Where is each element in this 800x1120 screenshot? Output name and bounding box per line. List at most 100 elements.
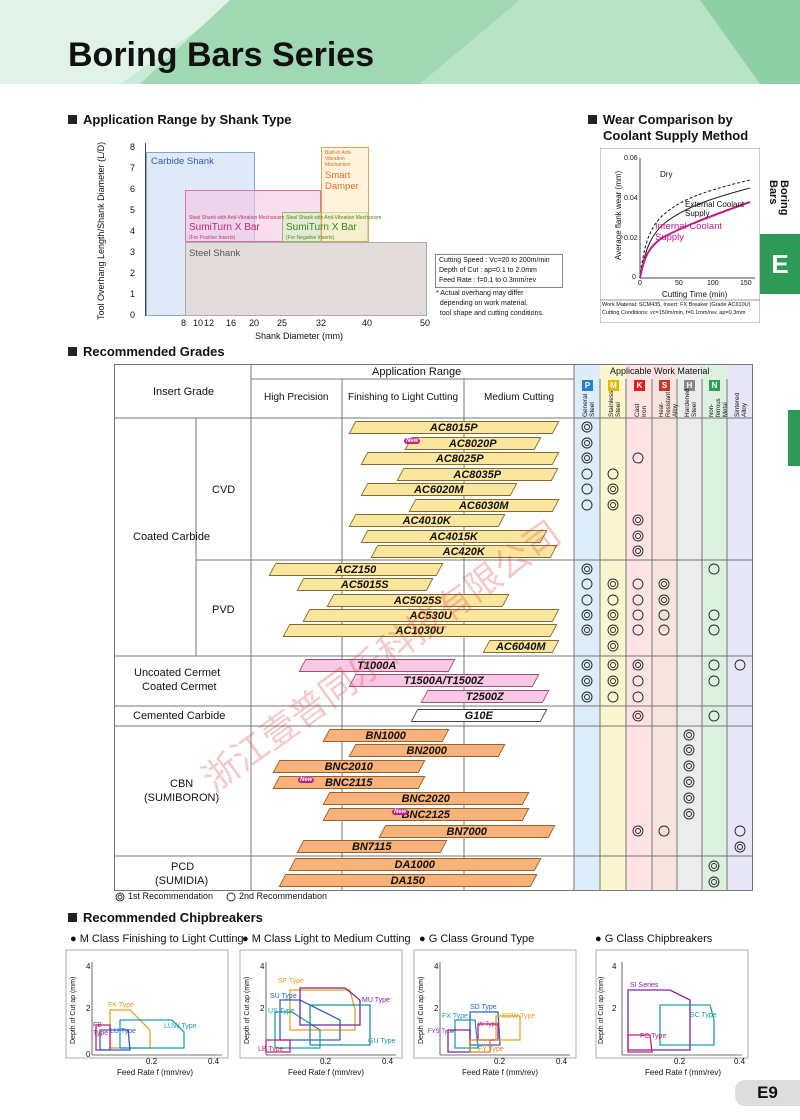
s2-ytick: 0.06	[624, 155, 638, 162]
chip-title-1: ● M Class Finishing to Light Cutting	[70, 933, 244, 945]
mat-col-m	[600, 364, 626, 890]
side-tab: E	[760, 234, 800, 294]
mat-col-s	[652, 364, 677, 890]
breaker-label: LU Type	[110, 1028, 136, 1035]
s1-ytick: 3	[130, 247, 136, 257]
mat-badge-m: M	[608, 380, 619, 391]
s2-xlabel: Cutting Time (min)	[662, 290, 728, 299]
group-cbn: CBN	[170, 778, 194, 790]
s1-xtick: 40	[362, 318, 373, 328]
page-title: Boring Bars Series	[68, 36, 375, 74]
chip-ytick: 2	[260, 1004, 265, 1013]
sx-negative-label: SumiTurn X Bar	[286, 222, 357, 233]
dry-label: Dry	[660, 170, 673, 179]
s1-xtick: 10	[193, 318, 204, 328]
chip-ytick: 0	[86, 1050, 91, 1059]
sx-negative-small: Steel Shank with Anti-Vibration Mechanis…	[286, 215, 382, 221]
chip-xlabel: Feed Rate f (mm/rev)	[462, 1068, 539, 1077]
s1-ytick: 7	[130, 163, 136, 173]
chip-xlabel: Feed Rate f (mm/rev)	[645, 1068, 722, 1077]
chip-xtick: 0.2	[146, 1057, 158, 1066]
applicable-material-header: Applicable Work Material	[610, 366, 710, 376]
mat-badge-p: P	[582, 380, 593, 391]
section-title-wear: Wear Comparison by	[588, 112, 733, 127]
high-precision-header: High Precision	[264, 392, 329, 403]
chip-title-2: ● M Class Light to Medium Cutting	[242, 933, 411, 945]
insert-grade-header: Insert Grade	[153, 386, 215, 398]
chip-xtick: 0.4	[382, 1057, 394, 1066]
sx-positive-sub: (For Positive Inserts)	[189, 235, 236, 241]
group-pvd: PVD	[212, 604, 235, 616]
carbide-shank-label: Carbide Shank	[151, 156, 214, 167]
overhang-note: * Actual overhang may differ depending o…	[436, 289, 544, 319]
mat-col-sintered	[727, 364, 752, 890]
new-badge: New	[392, 809, 409, 815]
chip-ytick: 4	[434, 962, 439, 971]
chip-ytick: 4	[612, 962, 617, 971]
s1-ytick: 4	[130, 226, 136, 236]
wear-chart	[600, 148, 760, 323]
sx-negative-sub: (For Negative Inserts)	[286, 235, 335, 241]
chip-title-3: ● G Class Ground Type	[419, 933, 535, 945]
breaker-label: GU Type	[368, 1038, 396, 1045]
breaker-label: SI Series	[630, 982, 659, 989]
foot-line: Cutting Conditions: vc=150m/min, f=0.1mm…	[602, 310, 746, 316]
note-line: tool shape and cutting conditions.	[436, 310, 544, 317]
cond-line: Feed Rate : f=0.1 to 0.3mm/rev	[439, 277, 537, 284]
s1-xtick: 12	[204, 318, 215, 328]
chip-xlabel: Feed Rate f (mm/rev)	[117, 1068, 194, 1077]
smart-damper-region	[321, 147, 369, 242]
breaker-label: FB Type	[93, 1022, 109, 1037]
group-pcd: PCD	[171, 861, 195, 873]
chip-ylabel: Depth of Cut ap (mm)	[598, 976, 605, 1044]
finishing-header: Finishing to Light Cutting	[348, 392, 459, 403]
chip-xtick: 0.4	[734, 1057, 746, 1066]
breaker-label: SU Type	[270, 993, 297, 1000]
s1-xtick: 8	[181, 318, 187, 328]
s1-xtick: 25	[277, 318, 288, 328]
s2-ytick: 0.04	[624, 195, 638, 202]
group-uncoated-cermet: Uncoated Cermet	[134, 667, 221, 679]
group-sumiboron: (SUMIBORON)	[144, 792, 220, 804]
s2-xtick: 150	[740, 280, 752, 287]
breaker-label: FYS Type	[428, 1029, 455, 1035]
s2-xtick: 100	[707, 280, 719, 287]
breaker-label: MU Type	[362, 997, 390, 1004]
section-title-chipbreakers: Recommended Chipbreakers	[68, 910, 263, 925]
new-badge: New	[404, 438, 421, 444]
breaker-label: FY Type	[478, 1046, 504, 1053]
breaker-label: W Type	[478, 1022, 499, 1028]
side-marker	[788, 410, 800, 466]
mat-col-p	[574, 364, 600, 890]
mat-col-n	[702, 364, 727, 890]
foot-line: Work Material: SCM435, Insert: FX Breake…	[602, 302, 751, 308]
header-band: Boring Bars Series	[0, 0, 800, 84]
internal-coolant-curve	[639, 201, 751, 279]
page-number: E9	[735, 1080, 800, 1106]
mat-col-k	[626, 364, 652, 890]
breaker-label: SC Type	[690, 1012, 717, 1019]
legend-2nd: 2nd Recommendation	[239, 891, 328, 901]
s2-ytick: 0	[632, 274, 636, 281]
cond-line: Depth of Cut : ap=0.1 to 2.0mm	[439, 267, 537, 274]
breaker-label: LUW Type	[164, 1023, 197, 1030]
s1-ytick: 0	[130, 310, 136, 320]
wear-footnote: Work Material: SCM435, Insert: FX Breake…	[602, 301, 750, 317]
s1-ytick: 2	[130, 268, 136, 278]
s2-ytick: 0.02	[624, 235, 638, 242]
section-title-grades: Recommended Grades	[68, 344, 225, 359]
cond-line: Cutting Speed : Vc=20 to 200m/min	[439, 257, 550, 264]
sx-positive-small: Steel Shank with Anti-Vibration Mechanis…	[189, 215, 285, 221]
s1-xtick: 32	[316, 318, 327, 328]
internal-coolant-label: Internal Coolant Supply	[655, 221, 723, 243]
s1-ytick: 6	[130, 184, 136, 194]
external-coolant-curve	[639, 187, 751, 279]
mark-1st	[581, 421, 593, 433]
cutting-conditions-box: Cutting Speed : Vc=20 to 200m/min Depth …	[435, 254, 563, 288]
chip-ytick: 2	[434, 1004, 439, 1013]
mat-badge-s: S	[659, 380, 670, 391]
chip-title-4: ● G Class Chipbreakers	[595, 933, 713, 945]
mat-col-h	[677, 364, 702, 890]
